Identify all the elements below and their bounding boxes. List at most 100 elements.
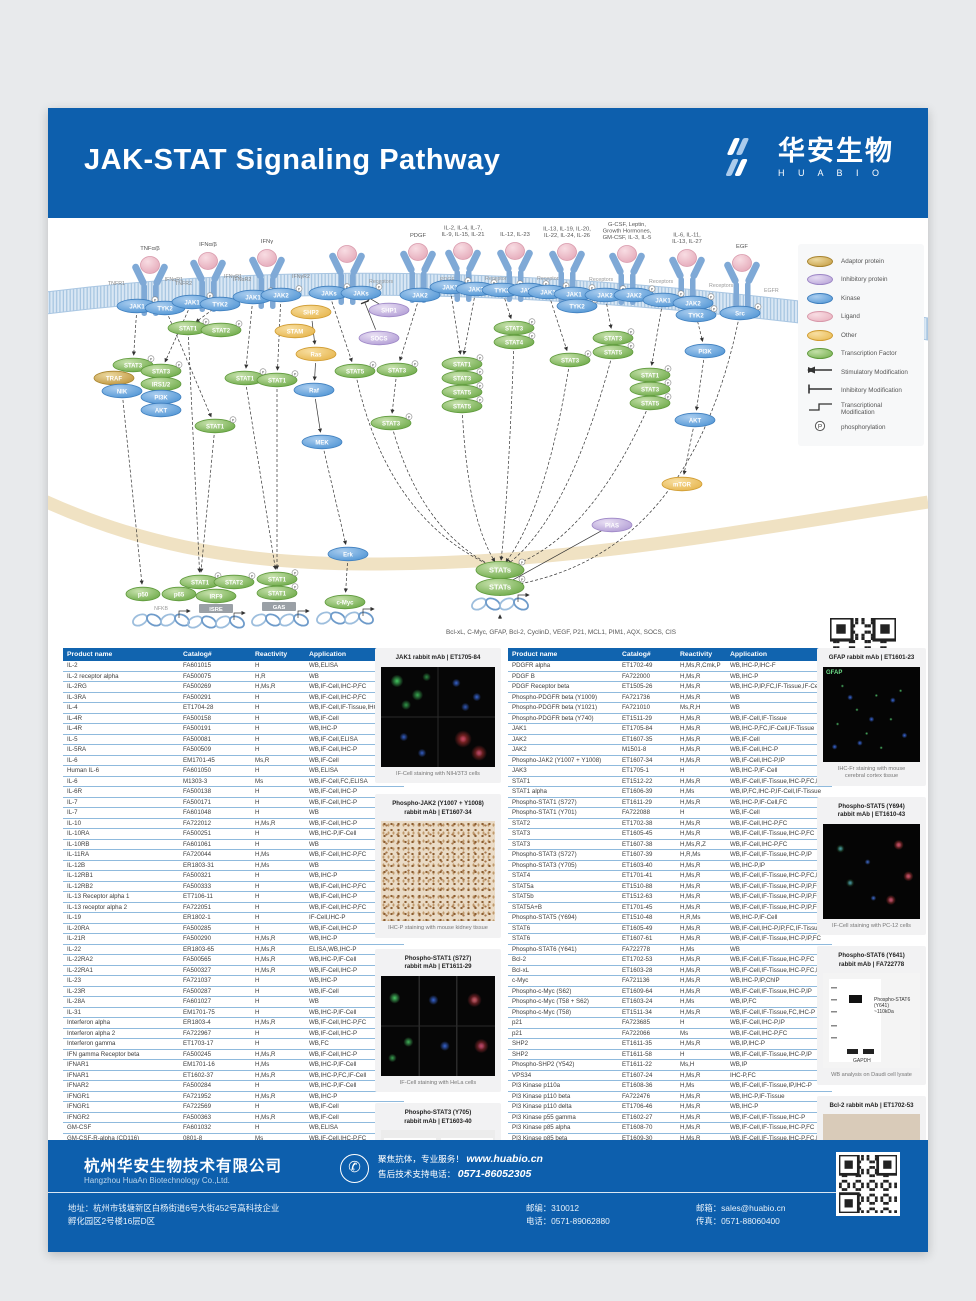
svg-text:Raf: Raf bbox=[309, 388, 320, 394]
card-title: Phospho-STAT6 (Y641) rabbit mAb | FA7227… bbox=[838, 952, 905, 968]
svg-text:P: P bbox=[232, 419, 235, 423]
legend-item: Kinase bbox=[807, 289, 915, 308]
microscopy-image bbox=[381, 666, 495, 767]
adaptor-swatch-icon bbox=[807, 255, 833, 267]
inh-swatch-icon bbox=[807, 274, 833, 286]
svg-text:Receptors: Receptors bbox=[369, 279, 393, 285]
svg-text:TYK2: TYK2 bbox=[212, 302, 228, 308]
legend-item: Transcription Factor bbox=[807, 345, 915, 364]
pathway-node: mTOR bbox=[661, 476, 703, 492]
svg-text:P: P bbox=[587, 353, 590, 357]
microscopy-image bbox=[381, 821, 495, 921]
pathway-node: STAT1 P bbox=[629, 365, 672, 383]
svg-text:IL-2, IL-4, IL-7,IL-9, IL-15,: IL-2, IL-4, IL-7,IL-9, IL-15, IL-21 bbox=[442, 226, 485, 239]
pathway-link bbox=[499, 350, 515, 561]
column-header: Product name bbox=[63, 648, 179, 661]
footer-mail-fax: 邮箱：sales@huabio.cn 传真：0571-88060400 bbox=[696, 1203, 786, 1226]
svg-text:SOCS: SOCS bbox=[370, 336, 387, 342]
card-caption: IF-Cell staining with PC-12 cells bbox=[832, 922, 911, 929]
footer-divider bbox=[48, 1192, 858, 1193]
svg-text:IL-13, IL-19, IL-20,IL-22, IL-: IL-13, IL-19, IL-20,IL-22, IL-24, IL-26 bbox=[543, 227, 591, 240]
legend-label: Stimulatory Modification bbox=[841, 368, 908, 376]
pathway-node: Erk bbox=[327, 546, 369, 562]
pathway-node: PI3K bbox=[684, 343, 726, 359]
svg-text:STAT5: STAT5 bbox=[453, 404, 472, 410]
svg-text:IRF9: IRF9 bbox=[209, 594, 223, 600]
column-header: Catalog# bbox=[618, 648, 676, 661]
pathway-node: Ras bbox=[295, 346, 337, 362]
svg-text:P: P bbox=[531, 321, 534, 325]
product-image-card: Phospho-STAT5 (Y694) rabbit mAb | ET1610… bbox=[817, 796, 926, 935]
svg-text:P: P bbox=[294, 572, 297, 576]
pathway-node: STAM bbox=[274, 323, 316, 339]
svg-text:STAT1: STAT1 bbox=[268, 378, 287, 384]
legend-label: Transcriptional Modification bbox=[841, 402, 883, 417]
svg-text:JAK1: JAK1 bbox=[129, 304, 145, 310]
svg-text:EGF: EGF bbox=[736, 244, 748, 250]
pathway-node: SOCS bbox=[358, 330, 400, 346]
card-caption: IF-Cell staining with NIH/3T3 cells bbox=[396, 770, 480, 777]
pathway-link bbox=[509, 321, 739, 588]
svg-text:c-Myc: c-Myc bbox=[336, 600, 354, 606]
svg-text:TNFα/β: TNFα/β bbox=[140, 246, 160, 252]
svg-text:P: P bbox=[651, 288, 654, 292]
legend-item: Inhibitory Modification bbox=[807, 382, 915, 401]
ligand-icon bbox=[257, 249, 277, 267]
svg-text:NIK: NIK bbox=[117, 389, 128, 395]
svg-text:STAT1: STAT1 bbox=[191, 580, 210, 586]
legend-label: Adaptor protein bbox=[841, 257, 885, 265]
dna-element-box bbox=[199, 604, 233, 613]
legend-item: Ligand bbox=[807, 308, 915, 327]
svg-text:STAT1: STAT1 bbox=[641, 373, 660, 379]
pathway-link bbox=[131, 314, 137, 356]
svg-text:P: P bbox=[667, 368, 670, 372]
pathway-link bbox=[650, 308, 662, 366]
svg-text:P: P bbox=[467, 280, 470, 284]
svg-text:p50: p50 bbox=[138, 592, 149, 598]
pathway-link bbox=[356, 379, 492, 567]
svg-text:STAT1: STAT1 bbox=[236, 376, 255, 382]
svg-text:STAT5: STAT5 bbox=[453, 390, 472, 396]
svg-text:G-CSF, Leptin,Growth Hormones,: G-CSF, Leptin,Growth Hormones,GM-CSF, IL… bbox=[603, 222, 652, 241]
other-swatch-icon bbox=[807, 329, 833, 341]
ligand-icon bbox=[198, 252, 218, 270]
card-title: Phospho-JAK2 (Y1007 + Y1008) rabbit mAb … bbox=[392, 800, 484, 816]
svg-text:JAK2: JAK2 bbox=[597, 293, 613, 299]
svg-text:IRS1/2: IRS1/2 bbox=[152, 382, 171, 388]
column-header: Catalog# bbox=[179, 648, 251, 661]
image-annotation: GFAP bbox=[826, 669, 843, 676]
svg-text:P: P bbox=[630, 345, 633, 349]
svg-text:p65: p65 bbox=[174, 592, 185, 598]
svg-text:MEK: MEK bbox=[315, 440, 329, 446]
pathway-link bbox=[682, 428, 694, 475]
